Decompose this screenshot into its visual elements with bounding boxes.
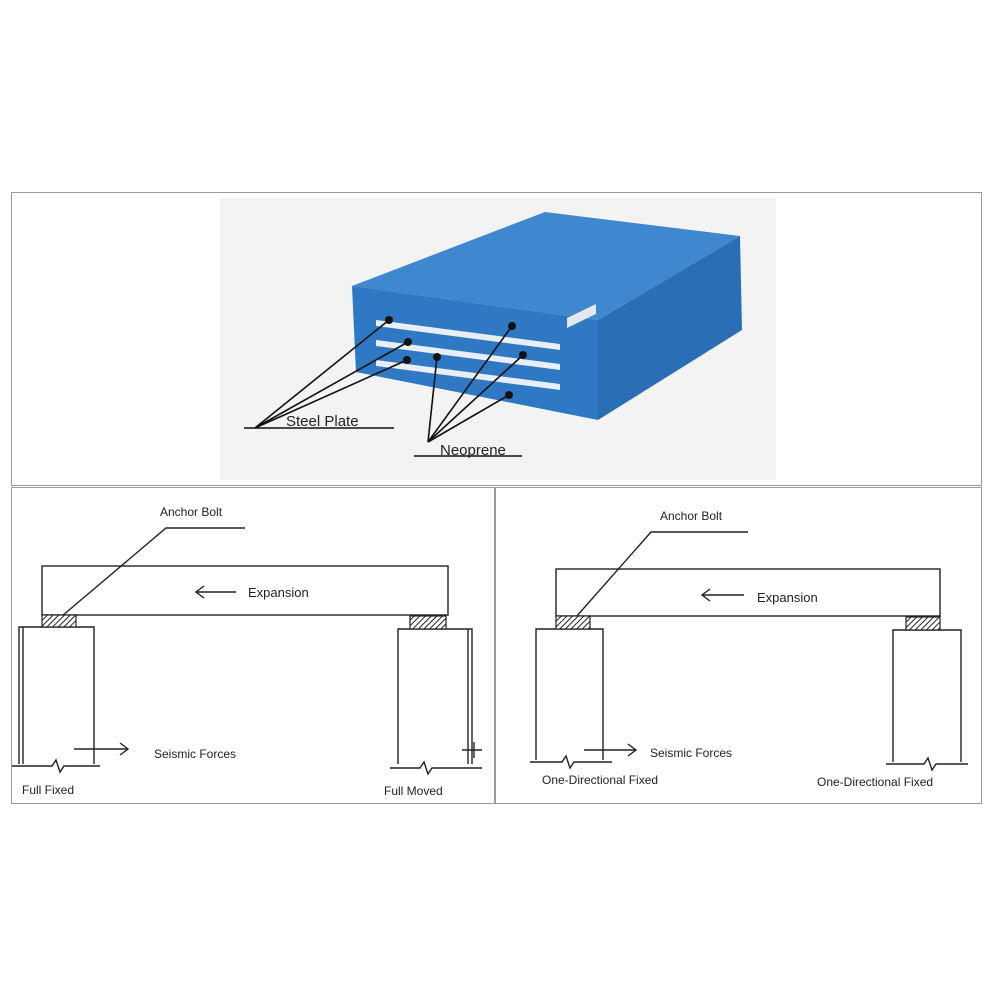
right-ground-line-left [530, 754, 612, 770]
left-pier-moved [397, 628, 473, 764]
steel-plate-dot [403, 356, 411, 364]
steel-plate-leader [254, 359, 408, 429]
steel-plate-stripe [376, 320, 560, 350]
steel-plate-dot [385, 316, 393, 324]
one-directional-fixed-left-label: One-Directional Fixed [542, 773, 658, 787]
left-diagram-panel [11, 487, 495, 804]
neoprene-leader [427, 354, 524, 443]
steel-plate-callout [244, 319, 409, 429]
steel-plate-leader [254, 319, 390, 429]
full-moved-label: Full Moved [384, 784, 443, 798]
bearing-label-sticker [567, 304, 596, 328]
right-pier-right [892, 629, 962, 762]
right-ground-line [390, 760, 482, 776]
neoprene-leader [427, 356, 438, 443]
seismic-forces-label: Seismic Forces [154, 747, 236, 761]
right-diagram-panel [495, 487, 982, 804]
anchor-bolt-leader [61, 527, 245, 617]
seismic-arrowhead [627, 743, 638, 757]
right-bearing-pad-left [555, 615, 591, 630]
neoprene-leader [427, 325, 513, 443]
bearing-top-face [352, 212, 740, 320]
anchor-bolt-leader [575, 531, 748, 618]
neoprene-leader [427, 394, 510, 443]
steel-plate-stripe [376, 360, 560, 390]
seismic-forces-label: Seismic Forces [650, 746, 732, 760]
steel-plate-dot [404, 338, 412, 346]
left-pier-fixed [18, 626, 95, 764]
right-bearing-pad-right [905, 616, 941, 631]
left-girder [41, 565, 449, 616]
neoprene-dot [433, 353, 441, 361]
left-bearing-pad-moved [409, 615, 447, 630]
expansion-arrowhead [700, 588, 711, 602]
one-directional-fixed-right-label: One-Directional Fixed [817, 775, 933, 789]
neoprene-dot [508, 322, 516, 330]
steel-plate-label: Steel Plate [286, 413, 359, 430]
anchor-bolt-label: Anchor Bolt [660, 509, 723, 523]
full-fixed-label: Full Fixed [22, 783, 74, 797]
right-girder [555, 568, 941, 617]
anchor-bolt-label: Anchor Bolt [160, 505, 223, 519]
left-bearing-pad-fixed [41, 614, 77, 628]
expansion-arrowhead [194, 585, 205, 599]
neoprene-dot [519, 351, 527, 359]
steel-plate-leader [254, 341, 409, 429]
expansion-label: Expansion [757, 590, 818, 605]
neoprene-label: Neoprene [440, 442, 506, 459]
neoprene-callout [414, 325, 524, 457]
left-bridge-diagram [12, 527, 482, 776]
right-ground-line-right [886, 756, 968, 772]
elastomeric-bearing [352, 212, 742, 420]
left-ground-line [12, 758, 100, 774]
bearing-side-face [598, 236, 742, 420]
right-bridge-diagram [530, 531, 968, 772]
neoprene-dot [505, 391, 513, 399]
expansion-label: Expansion [248, 585, 309, 600]
seismic-arrowhead [119, 742, 130, 756]
right-pier-left [535, 628, 604, 760]
